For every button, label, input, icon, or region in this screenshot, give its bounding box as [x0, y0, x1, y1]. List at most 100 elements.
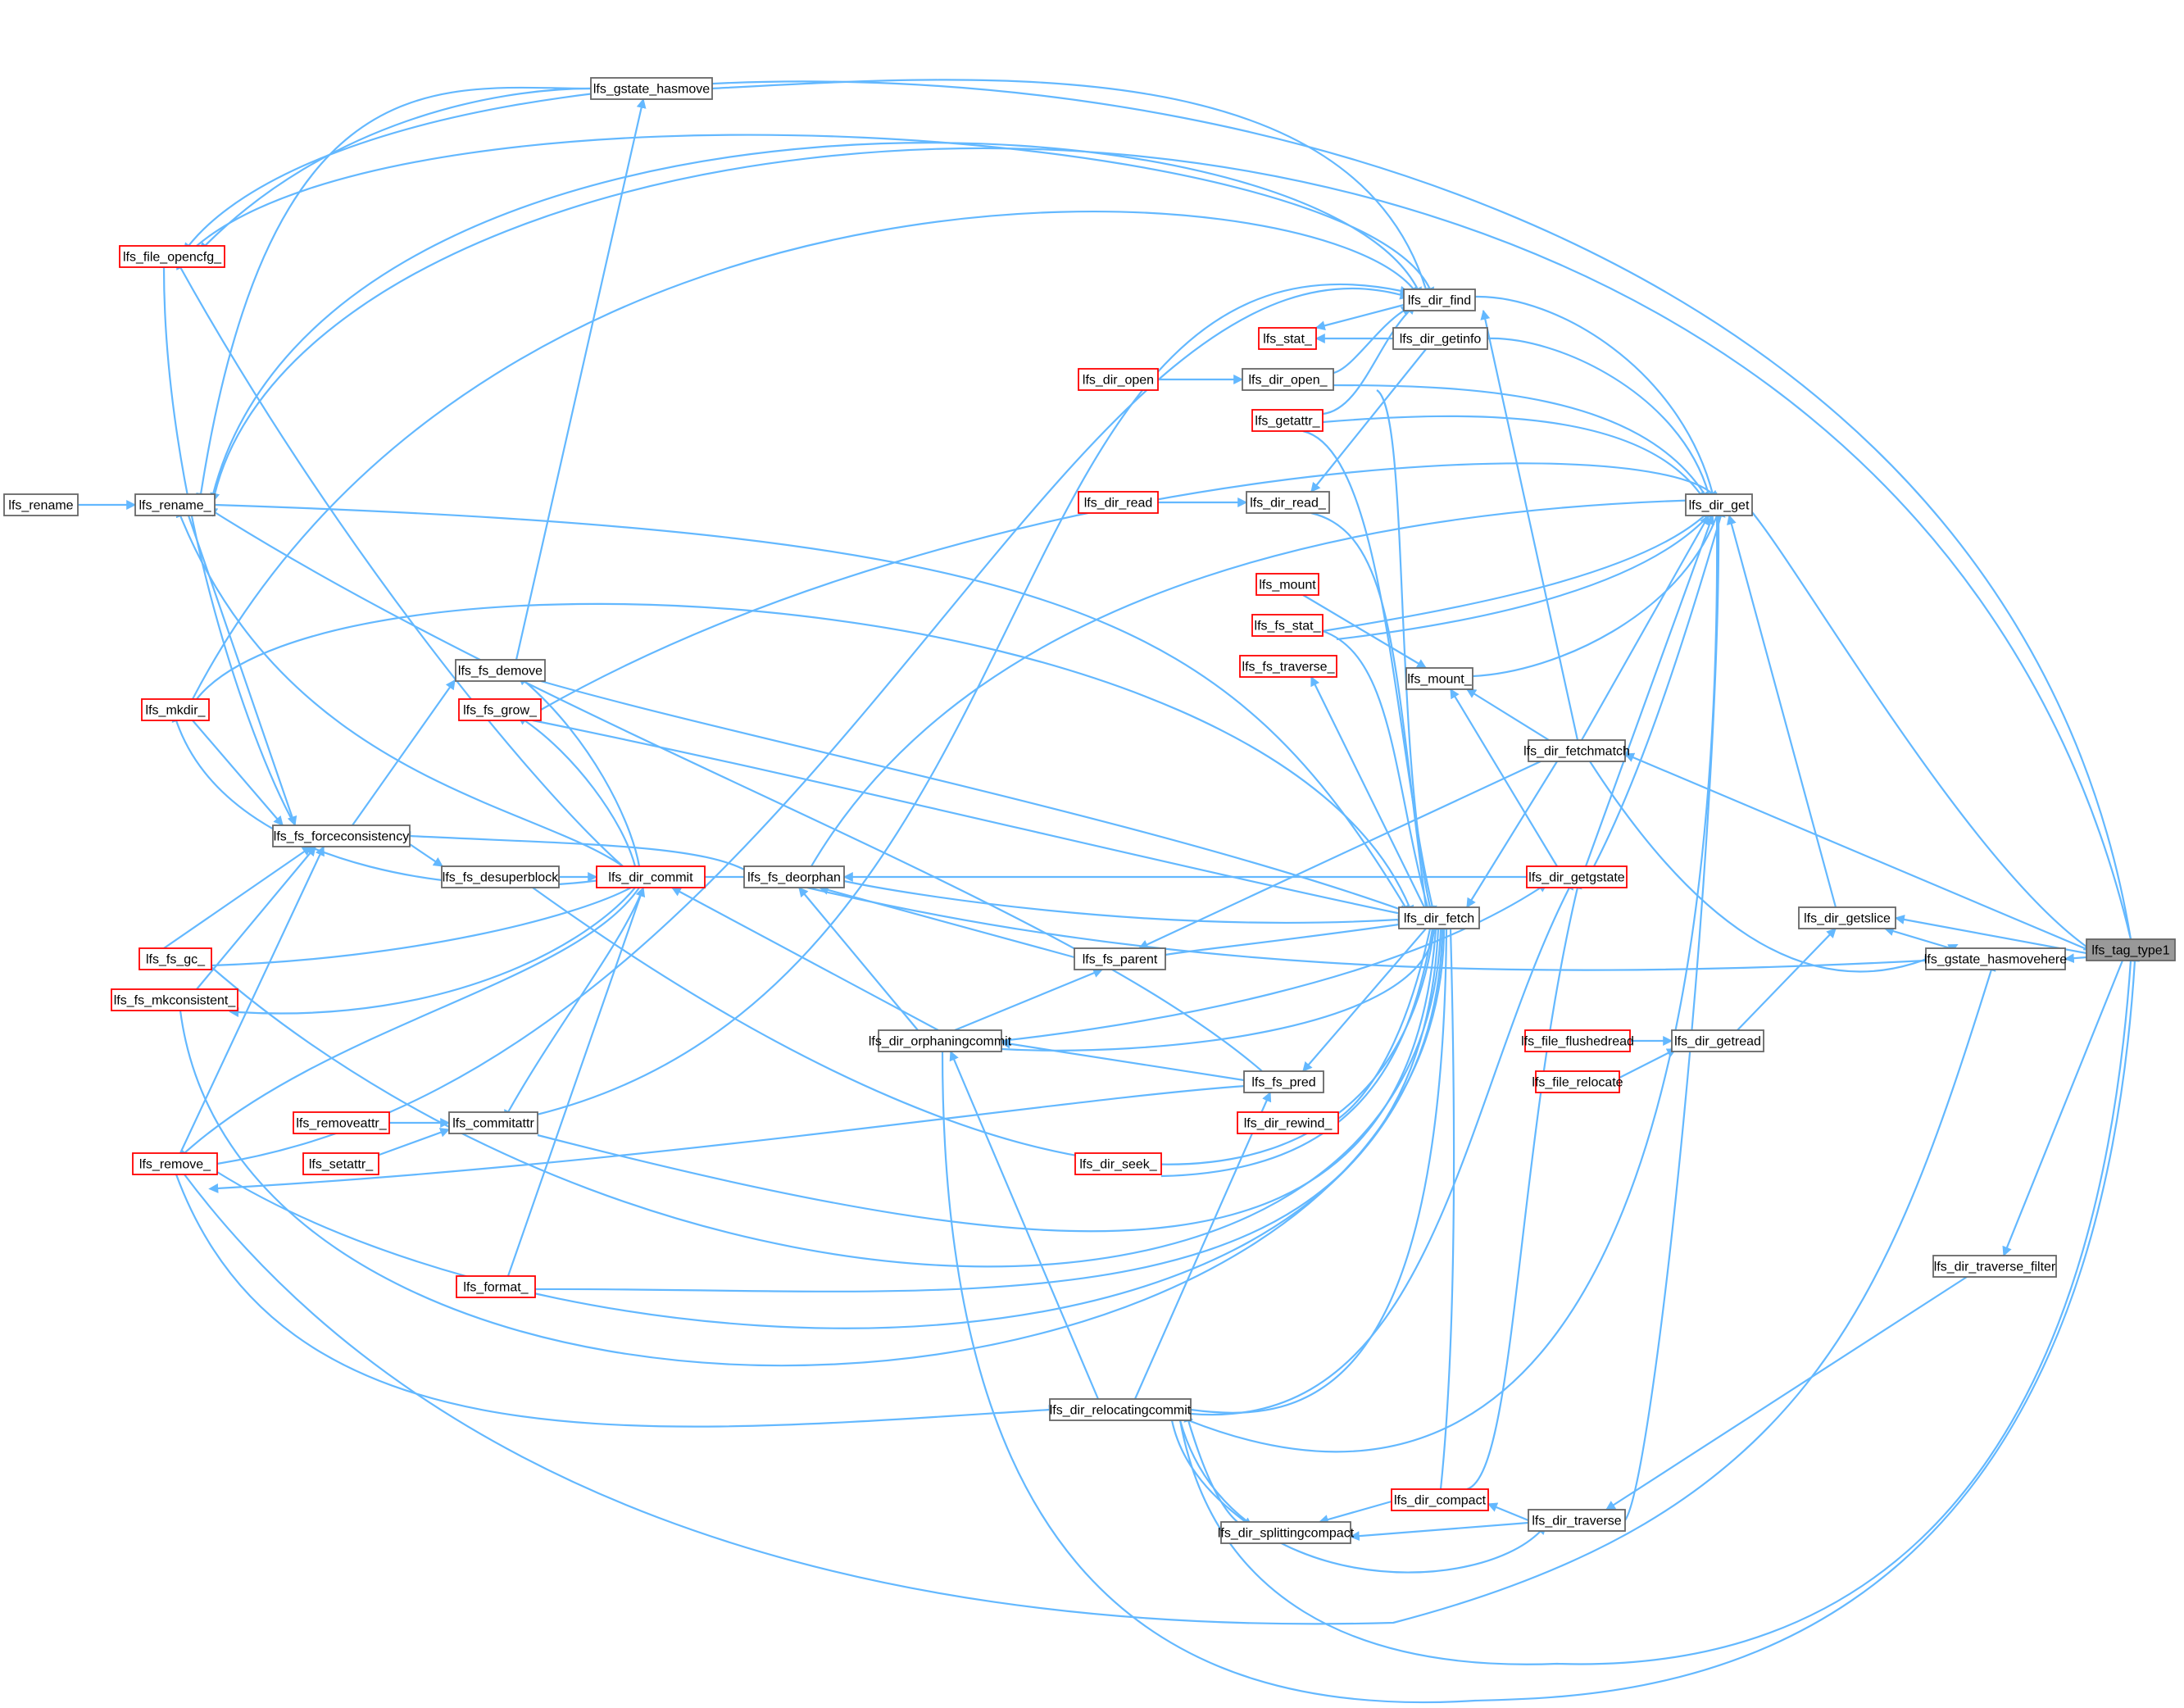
- edge-lfs_dir_fetch-to-lfs_fs_grow_: [532, 719, 1410, 919]
- edge-lfs_dir_get-to-lfs_fs_deorphan: [810, 495, 1714, 867]
- edge-lfs_tag_type1-to-lfs_dir_fetchmatch: [1623, 752, 2087, 951]
- node-label: lfs_fs_deorphan: [747, 871, 841, 885]
- edge-lfs_rename_-to-lfs_fs_forceconsistency: [187, 515, 297, 827]
- node-lfs_gstate_hasmovehere: lfs_gstate_hasmovehere: [1924, 947, 2067, 970]
- node-lfs_dir_fetch: lfs_dir_fetch: [1398, 906, 1480, 929]
- node-label: lfs_dir_orphaningcommit: [869, 1035, 1012, 1049]
- node-box: [1255, 573, 1319, 596]
- node-lfs_dir_read[interactable]: lfs_dir_read: [1078, 491, 1159, 514]
- edge-lfs_dir_orphaningcommit-to-lfs_fs_parent: [954, 968, 1104, 1032]
- node-box: [2086, 938, 2176, 961]
- node-lfs_dir_rewind_[interactable]: lfs_dir_rewind_: [1237, 1111, 1339, 1134]
- edge-lfs_dir_fetch-to-lfs_fs_traverse_: [1310, 675, 1425, 908]
- edge-lfs_fs_forceconsistency-to-lfs_fs_desuperblock: [409, 843, 443, 867]
- node-box: [1798, 906, 1896, 929]
- node-lfs_fs_grow_[interactable]: lfs_fs_grow_: [458, 698, 542, 721]
- edge-lfs_dir_find-to-lfs_mkdir_: [192, 210, 1419, 700]
- node-box: [1239, 655, 1337, 678]
- edge-lfs_dir_fetch-to-lfs_fs_stat_: [1322, 629, 1433, 916]
- node-label: lfs_dir_read_: [1250, 497, 1327, 511]
- node-box: [1074, 947, 1166, 970]
- node-lfs_dir_open[interactable]: lfs_dir_open: [1078, 368, 1159, 391]
- node-lfs_dir_getgstate[interactable]: lfs_dir_getgstate: [1526, 865, 1628, 888]
- node-box: [1243, 1070, 1324, 1093]
- edge-lfs_rename_-to-lfs_gstate_hasmove: [196, 86, 592, 503]
- node-lfs_mount[interactable]: lfs_mount: [1255, 573, 1319, 596]
- node-lfs_rename: lfs_rename: [3, 493, 79, 516]
- node-label: lfs_setattr_: [309, 1158, 374, 1172]
- node-label: lfs_dir_fetch: [1404, 912, 1474, 926]
- node-lfs_fs_gc_[interactable]: lfs_fs_gc_: [138, 947, 212, 970]
- node-box: [302, 1152, 379, 1175]
- edge-lfs_gstate_hasmovehere-to-lfs_dir_fetchmatch: [1589, 761, 1959, 973]
- node-box: [1258, 327, 1317, 350]
- node-box: [1526, 865, 1628, 888]
- edge-lfs_dir_fetch-to-lfs_fs_mkconsistent_: [179, 920, 1449, 1367]
- node-label: lfs_dir_traverse_filter: [1934, 1261, 2056, 1274]
- edge-lfs_dir_get-to-lfs_fs_stat_: [1322, 509, 1712, 633]
- node-lfs_mkdir_[interactable]: lfs_mkdir_: [141, 698, 210, 721]
- node-lfs_fs_traverse_[interactable]: lfs_fs_traverse_: [1239, 655, 1337, 678]
- edge-lfs_dir_getslice-to-lfs_dir_get: [1727, 514, 1837, 908]
- node-box: [1671, 1029, 1764, 1052]
- node-lfs_format_[interactable]: lfs_format_: [456, 1275, 536, 1298]
- node-lfs_dir_commit[interactable]: lfs_dir_commit: [596, 865, 706, 888]
- node-label: lfs_file_opencfg_: [123, 251, 222, 265]
- edge-lfs_dir_relocatingcommit-to-lfs_remove_: [175, 1174, 1059, 1428]
- node-label: lfs_dir_splittingcompact: [1218, 1527, 1355, 1541]
- node-label: lfs_dir_getgstate: [1528, 871, 1625, 885]
- node-label: lfs_file_flushedread: [1521, 1035, 1634, 1049]
- node-box: [743, 865, 845, 888]
- node-box: [1237, 1111, 1339, 1134]
- edge-lfs_dir_relocatingcommit-to-lfs_fs_pred: [1133, 1091, 1272, 1400]
- edge-lfs_dir_fetch-to-lfs_dir_orphaningcommit: [1001, 920, 1439, 1052]
- edge-lfs_dir_fetch-to-lfs_dir_rewind_: [1337, 920, 1435, 1120]
- edge-lfs_dir_fetch-to-lfs_fs_parent: [1165, 920, 1408, 956]
- edge-lfs_gstate_hasmovehere-to-lfs_remove_: [184, 961, 1996, 1625]
- node-lfs_file_relocate[interactable]: lfs_file_relocate: [1532, 1070, 1623, 1093]
- edge-lfs_fs_mkconsistent_-to-lfs_fs_forceconsistency: [196, 846, 316, 990]
- edge-lfs_mkdir_-to-lfs_dir_commit: [171, 711, 620, 887]
- node-lfs_file_opencfg_[interactable]: lfs_file_opencfg_: [119, 245, 225, 268]
- node-lfs_dir_open_: lfs_dir_open_: [1242, 368, 1334, 391]
- node-label: lfs_dir_rewind_: [1244, 1117, 1333, 1131]
- node-label: lfs_gstate_hasmovehere: [1924, 953, 2067, 967]
- edge-lfs_dir_get-to-lfs_fs_traverse_: [1336, 509, 1715, 641]
- node-lfs_fs_demove: lfs_fs_demove: [455, 659, 546, 682]
- edge-lfs_tag_type1-to-lfs_dir_orphaningcommit: [941, 952, 2140, 1704]
- node-lfs_dir_splittingcompact: lfs_dir_splittingcompact: [1218, 1521, 1355, 1544]
- node-lfs_remove_[interactable]: lfs_remove_: [132, 1152, 218, 1175]
- node-box: [111, 988, 238, 1011]
- edge-lfs_dir_traverse-to-lfs_dir_compact: [1487, 1502, 1529, 1522]
- node-label: lfs_format_: [463, 1281, 529, 1295]
- node-box: [1242, 368, 1334, 391]
- edge-lfs_fs_demove-to-lfs_gstate_hasmove: [515, 98, 647, 661]
- node-lfs_getattr_[interactable]: lfs_getattr_: [1251, 409, 1324, 432]
- edge-lfs_tag_type1-to-lfs_dir_traverse_filter: [2002, 960, 2124, 1257]
- node-lfs_fs_mkconsistent_[interactable]: lfs_fs_mkconsistent_: [111, 988, 238, 1011]
- edge-lfs_remove_-to-lfs_fs_pred: [208, 1084, 1246, 1193]
- edge-lfs_dir_find-to-lfs_getattr_: [1322, 304, 1416, 416]
- node-lfs_rename_: lfs_rename_: [134, 493, 216, 516]
- node-label: lfs_mount_: [1407, 673, 1472, 687]
- node-lfs_stat_[interactable]: lfs_stat_: [1258, 327, 1317, 350]
- node-lfs_dir_compact[interactable]: lfs_dir_compact: [1391, 1488, 1489, 1511]
- node-label: lfs_fs_stat_: [1255, 620, 1322, 634]
- node-box: [1251, 614, 1324, 637]
- node-box: [456, 1275, 536, 1298]
- node-lfs_file_flushedread[interactable]: lfs_file_flushedread: [1521, 1029, 1634, 1052]
- node-box: [3, 493, 79, 516]
- edge-lfs_file_opencfg_-to-lfs_dir_commit: [175, 259, 624, 867]
- node-lfs_removeattr_[interactable]: lfs_removeattr_: [293, 1111, 390, 1134]
- edge-lfs_dir_fetch-to-lfs_fs_gc_: [211, 920, 1446, 1268]
- edge-lfs_fs_demove-to-lfs_dir_commit: [517, 675, 641, 867]
- node-lfs_fs_stat_[interactable]: lfs_fs_stat_: [1251, 614, 1324, 637]
- edge-lfs_dir_get-to-lfs_dir_traverse: [1624, 506, 1724, 1521]
- node-lfs_setattr_[interactable]: lfs_setattr_: [302, 1152, 379, 1175]
- node-lfs_dir_getslice: lfs_dir_getslice: [1798, 906, 1896, 929]
- node-lfs_dir_getinfo: lfs_dir_getinfo: [1392, 327, 1488, 350]
- edge-lfs_tag_type1-to-lfs_gstate_hasmovehere: [2064, 953, 2087, 964]
- node-lfs_dir_seek_[interactable]: lfs_dir_seek_: [1074, 1152, 1162, 1175]
- node-lfs_dir_relocatingcommit: lfs_dir_relocatingcommit: [1049, 1398, 1192, 1421]
- edge-lfs_file_opencfg_-to-lfs_gstate_hasmove: [198, 87, 592, 252]
